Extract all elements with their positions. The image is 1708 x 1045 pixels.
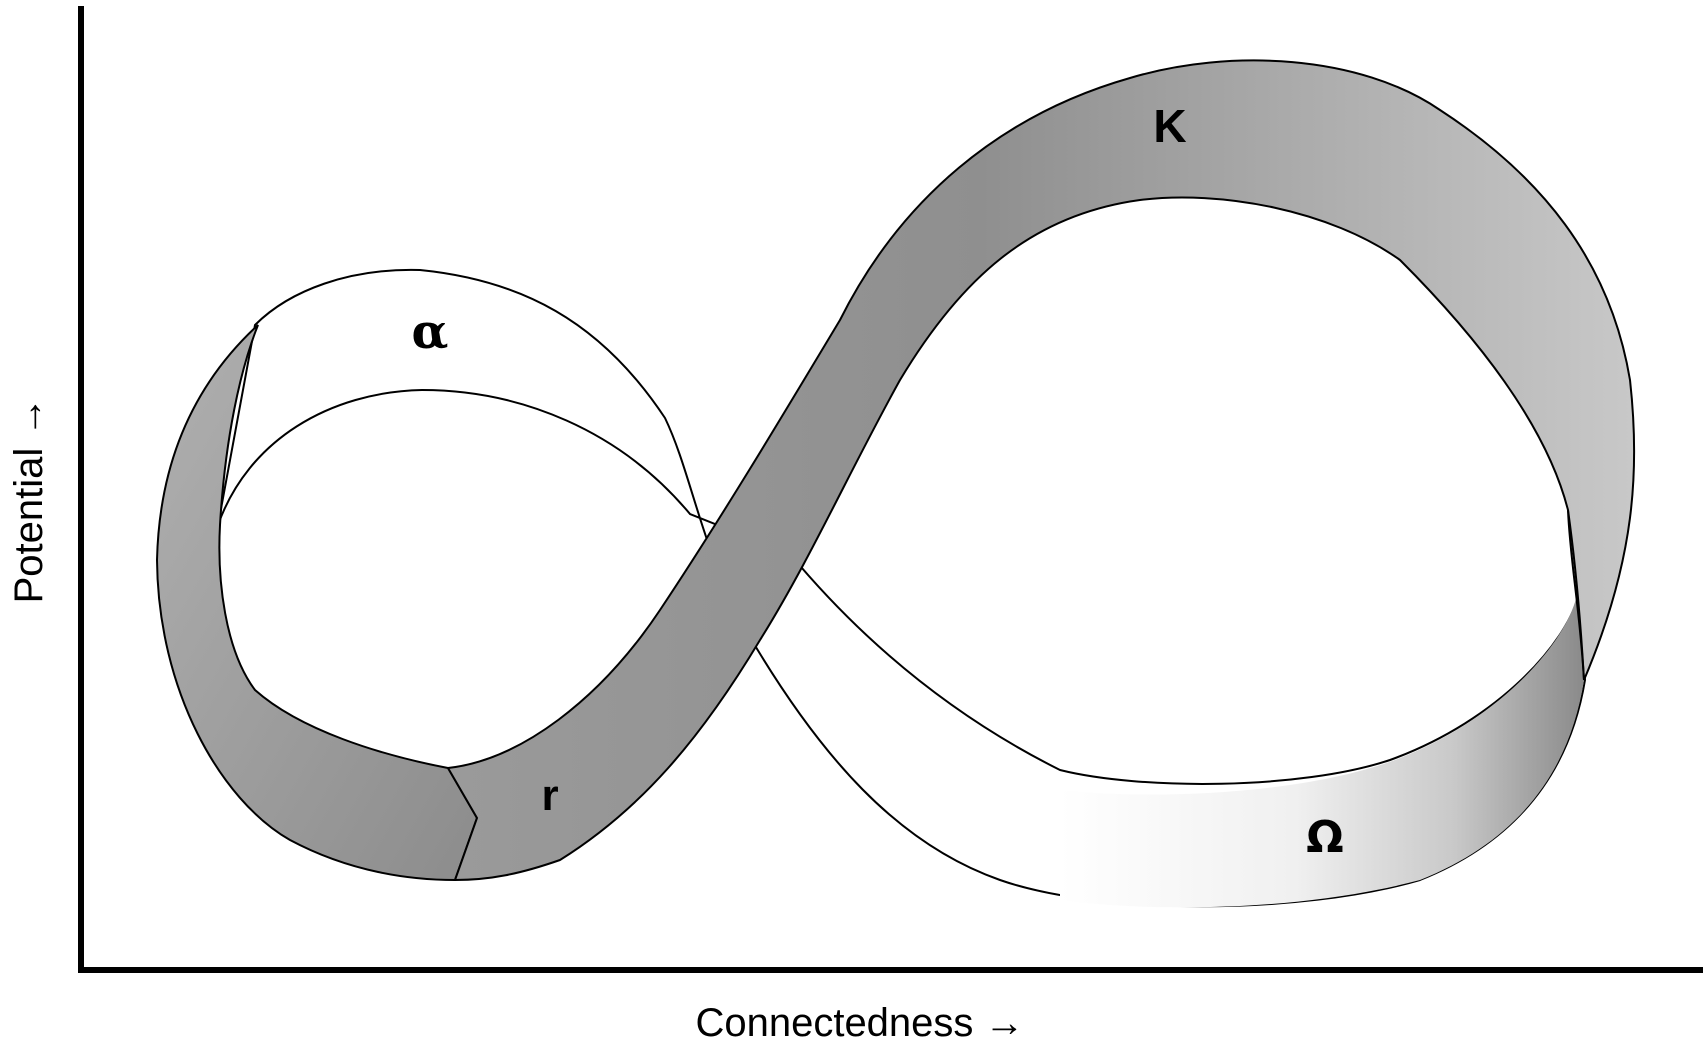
x-axis-title: Connectedness → bbox=[695, 1001, 1024, 1045]
r-label: r bbox=[541, 771, 558, 820]
omega-label: Ω bbox=[1306, 812, 1343, 863]
omega-fold-edge bbox=[1567, 509, 1585, 681]
omega-shading bbox=[1060, 590, 1584, 908]
y-axis-title: Potential → bbox=[7, 397, 51, 604]
kappa-label: K bbox=[1153, 100, 1186, 152]
left-lower-band bbox=[155, 324, 479, 882]
alpha-label: α bbox=[412, 304, 449, 360]
